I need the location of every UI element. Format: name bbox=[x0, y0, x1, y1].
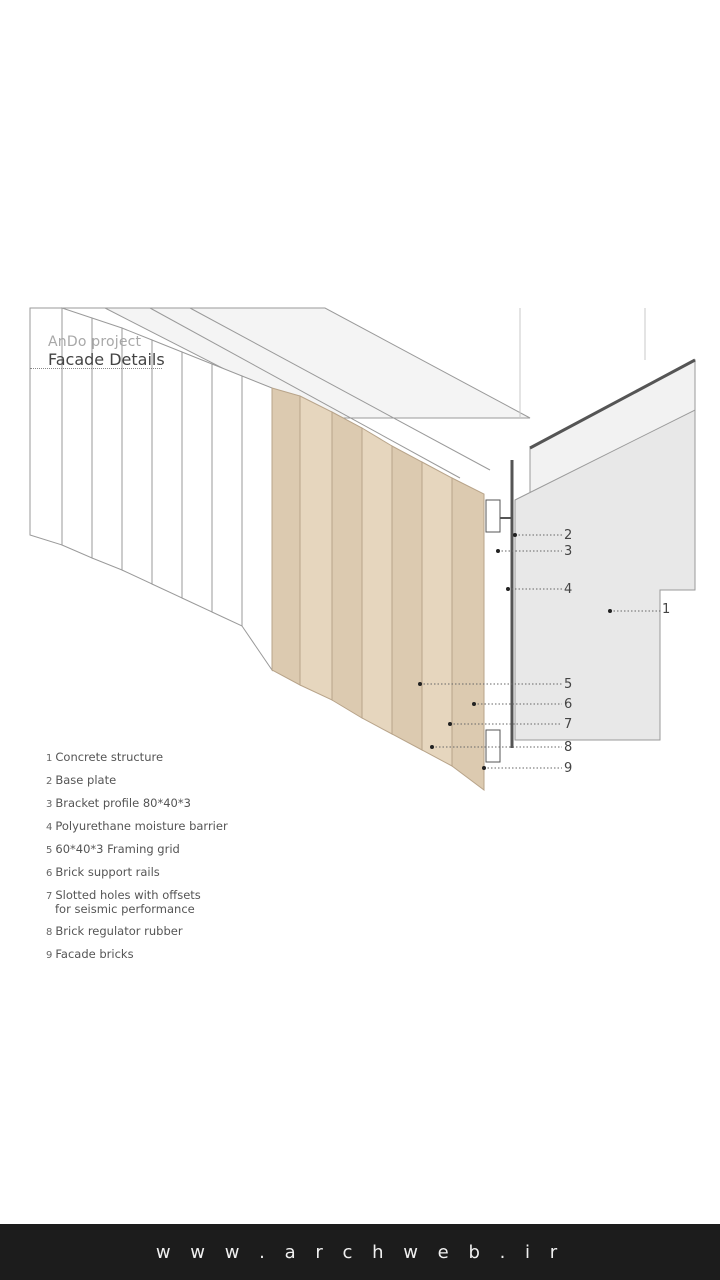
facade-detail-drawing: 1 2 3 4 5 6 7 8 9 bbox=[29, 307, 696, 791]
footer-bar: w w w . a r c h w e b . i r bbox=[0, 1224, 720, 1280]
callout-8: 8 bbox=[564, 740, 572, 755]
white-panel-facade bbox=[29, 307, 273, 672]
callout-leaders bbox=[420, 534, 662, 769]
roof-slab bbox=[30, 307, 646, 479]
drawing-title: Facade Details bbox=[48, 350, 165, 369]
callout-1: 1 bbox=[662, 602, 670, 617]
callout-2: 2 bbox=[564, 528, 572, 543]
steel-frame bbox=[485, 460, 514, 763]
concrete-structure bbox=[514, 358, 696, 741]
facade-bricks bbox=[271, 387, 485, 791]
callout-3: 3 bbox=[564, 544, 572, 559]
callout-6: 6 bbox=[564, 697, 572, 712]
footer-website[interactable]: w w w . a r c h w e b . i r bbox=[155, 1241, 565, 1263]
title-block: AnDo project Facade Details bbox=[48, 334, 165, 369]
callout-7: 7 bbox=[564, 717, 572, 732]
callout-dots bbox=[418, 533, 612, 770]
callout-numbers: 1 2 3 4 5 6 7 8 9 bbox=[564, 528, 670, 776]
callout-5: 5 bbox=[564, 677, 572, 692]
title-underline bbox=[30, 368, 162, 369]
project-name: AnDo project bbox=[48, 334, 142, 350]
callout-4: 4 bbox=[564, 582, 572, 597]
callout-9: 9 bbox=[564, 761, 572, 776]
